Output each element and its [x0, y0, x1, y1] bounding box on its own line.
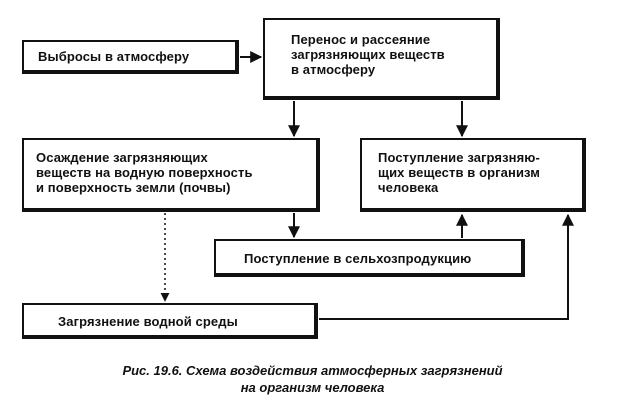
arrow-water-to-organism [319, 213, 574, 320]
human-intake-box: Поступление загрязняю- щих веществ в орг… [360, 138, 586, 212]
deposition-label: Осаждение загрязняющих веществ на водную… [36, 150, 253, 195]
water-pollution-box: Загрязнение водной среды [22, 303, 318, 339]
figure-caption: Рис. 19.6. Схема воздействия атмосферных… [122, 363, 503, 395]
transfer-dispersion-label: Перенос и рассеяние загрязняющих веществ… [291, 32, 445, 77]
emissions-label: Выбросы в атмосферу [38, 49, 190, 64]
emissions-box: Выбросы в атмосферу [22, 40, 239, 74]
agricultural-products-box: Поступление в сельхозпродукцию [214, 239, 525, 277]
transfer-dispersion-box: Перенос и рассеяние загрязняющих веществ… [263, 18, 500, 100]
water-pollution-label: Загрязнение водной среды [58, 314, 238, 329]
agricultural-products-label: Поступление в сельхозпродукцию [244, 251, 472, 266]
deposition-box: Осаждение загрязняющих веществ на водную… [22, 138, 320, 212]
human-intake-label: Поступление загрязняю- щих веществ в орг… [378, 150, 541, 195]
